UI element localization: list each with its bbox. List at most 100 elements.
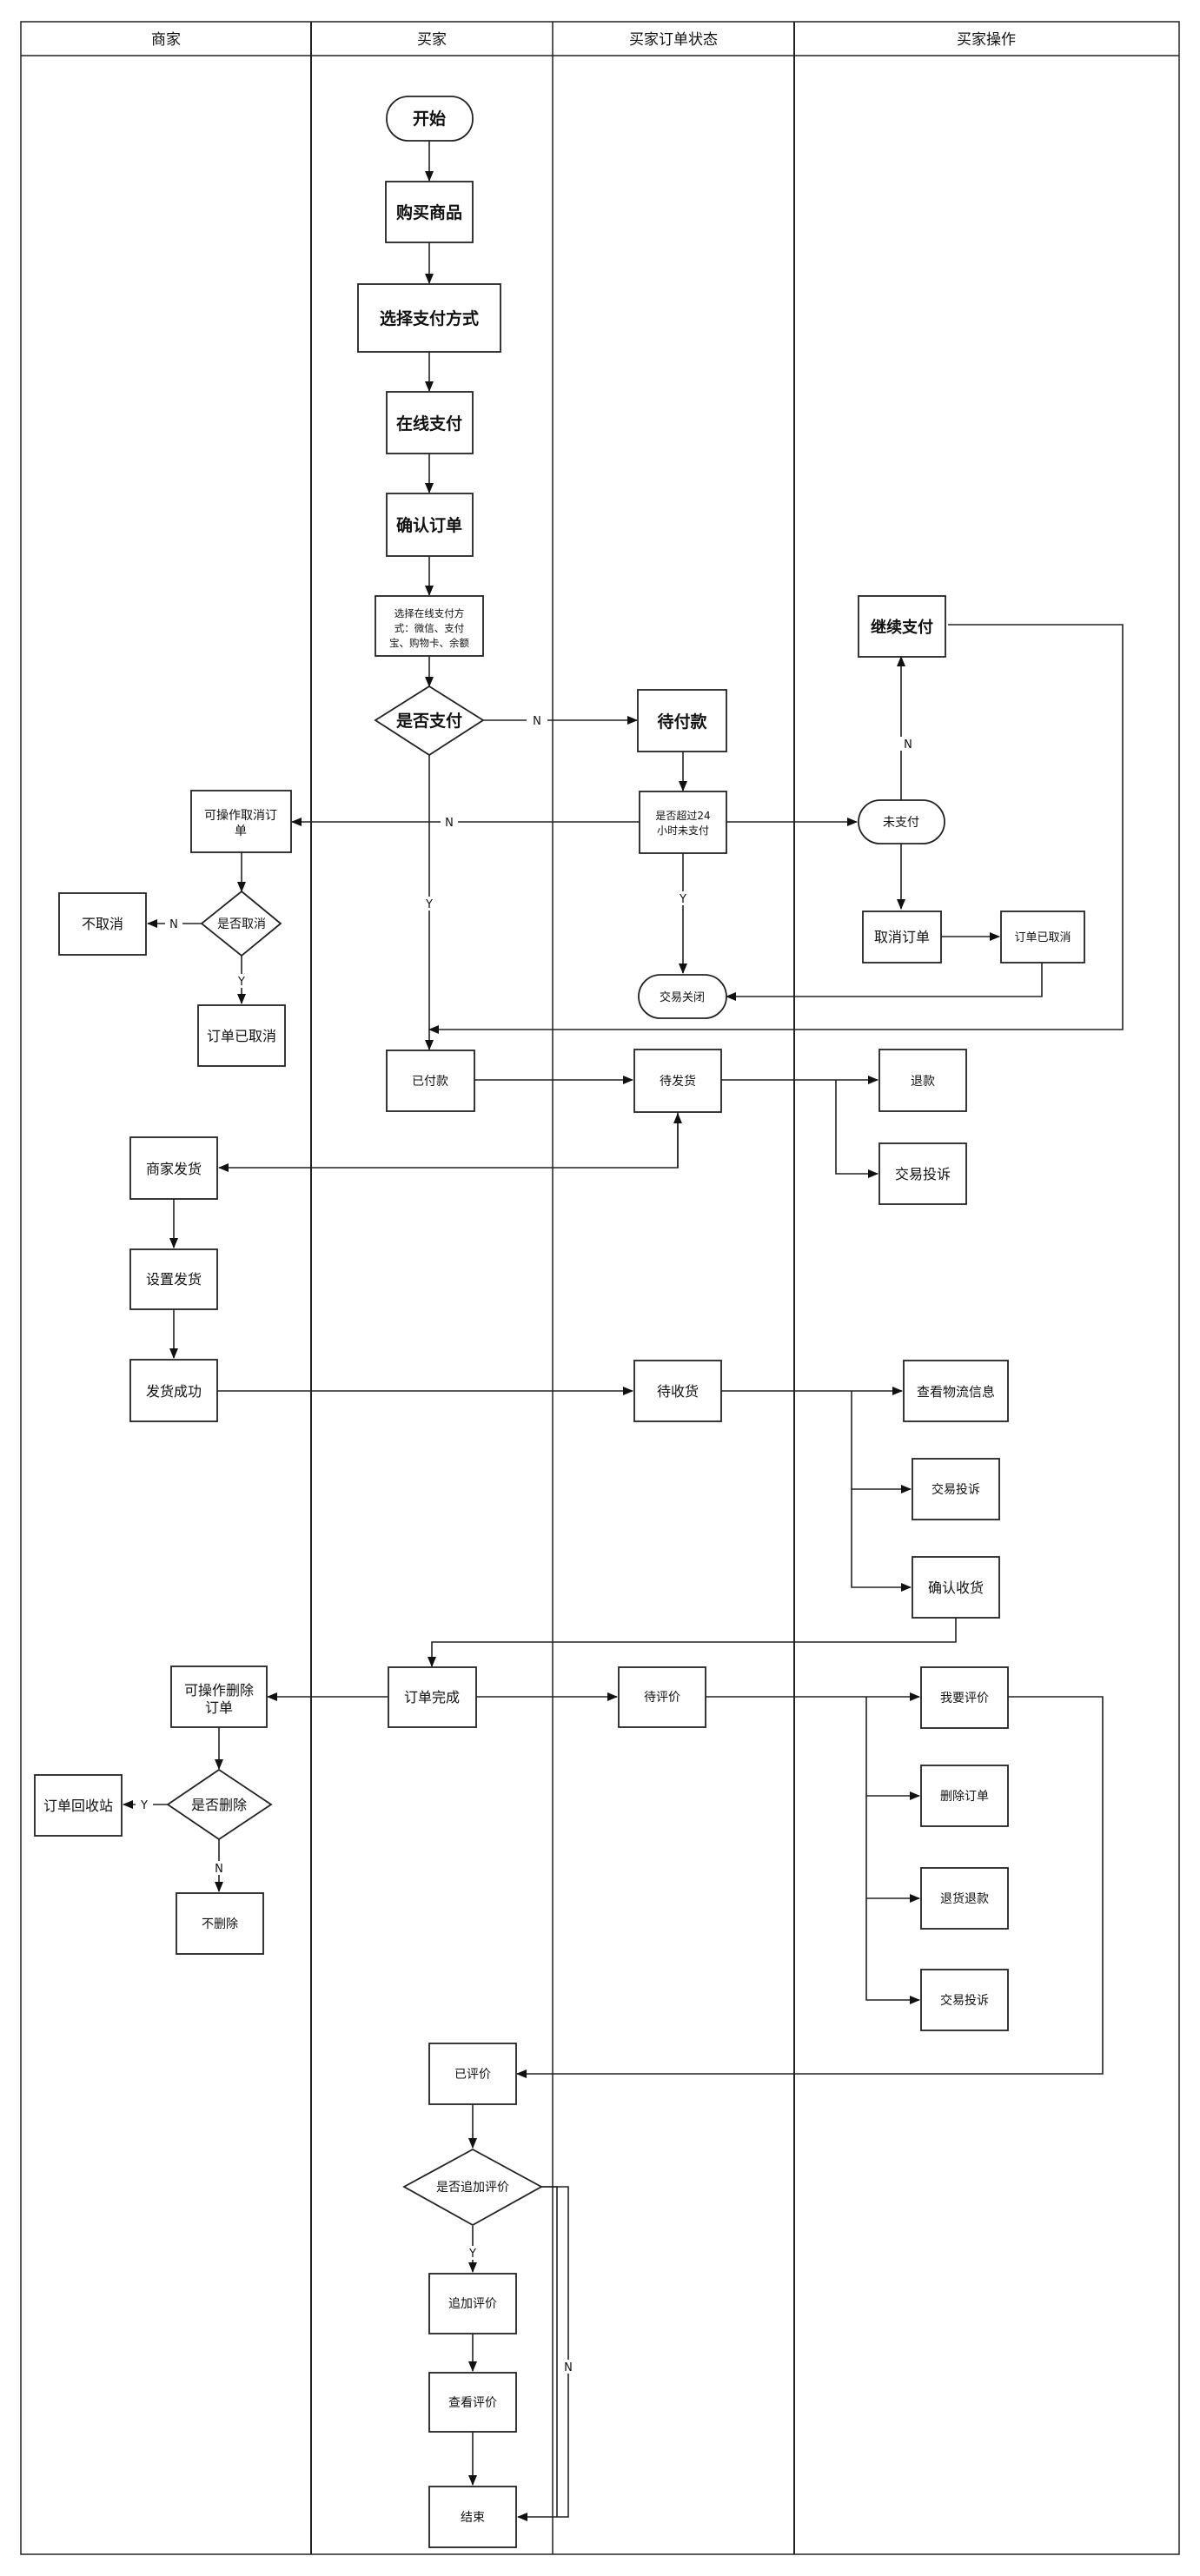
label-is-cancel: 是否取消 xyxy=(217,917,266,931)
node-not-delete xyxy=(176,1892,264,1955)
label-ship-ok: 发货成功 xyxy=(146,1383,202,1400)
node-is-cancel xyxy=(200,890,282,957)
label-reviewed: 已评价 xyxy=(454,2068,491,2082)
node-order-cancelled-merchant xyxy=(197,1004,286,1067)
label-confirm-order: 确认订单 xyxy=(396,515,462,535)
node-ship-ok xyxy=(129,1359,218,1422)
label-confirm-receive: 确认收货 xyxy=(928,1579,984,1596)
node-trade-closed xyxy=(638,974,727,1019)
node-is-delete xyxy=(166,1768,273,1841)
edge-label-y: Y xyxy=(679,893,686,906)
label-is-paid: 是否支付 xyxy=(396,711,462,731)
node-set-ship xyxy=(129,1248,218,1310)
node-want-review xyxy=(920,1666,1009,1729)
label-add-review: 追加评价 xyxy=(448,2297,497,2311)
node-can-delete xyxy=(170,1665,268,1728)
label-merchant-ship: 商家发货 xyxy=(146,1161,202,1177)
label-pending-pay: 待付款 xyxy=(657,712,707,732)
node-over24 xyxy=(639,791,727,854)
node-buy xyxy=(385,181,474,243)
label-add-review-q: 是否追加评价 xyxy=(436,2181,509,2195)
label-pending-ship: 待发货 xyxy=(660,1074,696,1089)
edge-label-n: N xyxy=(169,918,178,931)
node-labels: 开始 购买商品 选择支付方式 在线支付 确认订单 选择在线支付方 式：微信、支付… xyxy=(43,109,1071,2525)
label-choose-pay: 选择支付方式 xyxy=(380,308,479,328)
node-pending-pay xyxy=(637,689,727,752)
label-view-review: 查看评价 xyxy=(448,2396,497,2410)
label-return-refund: 退货退款 xyxy=(940,1891,989,1906)
label-complaint-1: 交易投诉 xyxy=(895,1166,951,1182)
node-complaint-3 xyxy=(920,1969,1009,2031)
node-complaint-1 xyxy=(878,1142,967,1205)
node-pay-methods xyxy=(375,595,484,657)
label-can-cancel-2: 单 xyxy=(235,824,247,838)
node-add-review-q xyxy=(402,2148,543,2227)
node-continue-pay xyxy=(858,595,946,658)
node-pending-ship xyxy=(633,1049,722,1113)
label-buy: 购买商品 xyxy=(396,202,462,222)
node-pending-review xyxy=(618,1666,706,1728)
label-order-done: 订单完成 xyxy=(404,1689,460,1705)
edge-label-n: N xyxy=(533,715,541,728)
node-return-refund xyxy=(920,1867,1009,1930)
label-refund: 退款 xyxy=(911,1075,935,1089)
node-online-pay xyxy=(386,391,474,454)
edge-label-y: Y xyxy=(468,2248,476,2261)
edge-label-y: Y xyxy=(237,976,245,989)
node-complaint-2 xyxy=(912,1458,1000,1520)
label-not-cancel: 不取消 xyxy=(82,916,123,932)
label-is-delete: 是否删除 xyxy=(191,1797,247,1813)
node-choose-pay xyxy=(357,283,501,353)
edge-label-y: Y xyxy=(425,898,433,911)
label-can-delete-2: 订单 xyxy=(205,1699,233,1716)
lane-header-status: 买家订单状态 xyxy=(629,31,718,49)
label-want-review: 我要评价 xyxy=(940,1692,989,1705)
lane-header-ops: 买家操作 xyxy=(957,31,1016,49)
node-is-paid xyxy=(374,685,485,757)
label-can-delete-1: 可操作删除 xyxy=(184,1682,254,1699)
node-end xyxy=(428,2486,517,2548)
label-pay-methods-3: 宝、购物卡、余额 xyxy=(389,637,469,649)
label-pay-methods-2: 式：微信、支付 xyxy=(394,622,465,634)
node-cancel-order xyxy=(862,911,942,964)
node-unpaid xyxy=(858,799,945,844)
label-can-cancel-1: 可操作取消订 xyxy=(204,809,277,823)
label-paid: 已付款 xyxy=(412,1075,448,1089)
node-reviewed xyxy=(428,2043,517,2105)
label-online-pay: 在线支付 xyxy=(396,414,462,434)
node-logistics xyxy=(903,1360,1009,1422)
edge-label-n: N xyxy=(564,2361,573,2374)
node-order-done xyxy=(388,1666,477,1728)
node-not-cancel xyxy=(58,892,147,956)
label-pay-methods-1: 选择在线支付方 xyxy=(394,607,465,619)
label-continue-pay: 继续支付 xyxy=(871,618,933,637)
node-confirm-receive xyxy=(912,1556,1000,1619)
label-delete-order: 删除订单 xyxy=(940,1790,989,1804)
node-start xyxy=(386,96,474,142)
lane-frame xyxy=(20,21,1180,2555)
node-refund xyxy=(878,1049,967,1112)
label-recycle: 订单回收站 xyxy=(43,1798,113,1814)
edge-label-n: N xyxy=(904,738,912,752)
label-complaint-2: 交易投诉 xyxy=(931,1482,980,1497)
label-pending-receive: 待收货 xyxy=(657,1383,699,1400)
label-pending-review: 待评价 xyxy=(644,1691,680,1705)
node-merchant-ship xyxy=(129,1136,218,1200)
node-paid xyxy=(386,1050,475,1112)
lane-header-buyer: 买家 xyxy=(417,31,447,49)
label-order-cancelled: 订单已取消 xyxy=(1014,931,1071,944)
label-logistics: 查看物流信息 xyxy=(917,1384,995,1400)
node-pending-receive xyxy=(633,1360,722,1422)
label-set-ship: 设置发货 xyxy=(146,1271,202,1288)
label-cancel-order: 取消订单 xyxy=(874,929,930,945)
label-over24-1: 是否超过24 xyxy=(655,809,710,822)
node-can-cancel xyxy=(190,790,292,853)
label-not-delete: 不删除 xyxy=(202,1917,238,1931)
label-end: 结束 xyxy=(461,2511,485,2525)
label-order-cancelled-merchant: 订单已取消 xyxy=(207,1028,276,1044)
node-delete-order xyxy=(920,1765,1009,1827)
label-unpaid: 未支付 xyxy=(883,816,919,830)
edge-labels: N Y N Y N N Y Y N Y N xyxy=(136,713,912,2374)
edge-label-y: Y xyxy=(140,1799,148,1812)
